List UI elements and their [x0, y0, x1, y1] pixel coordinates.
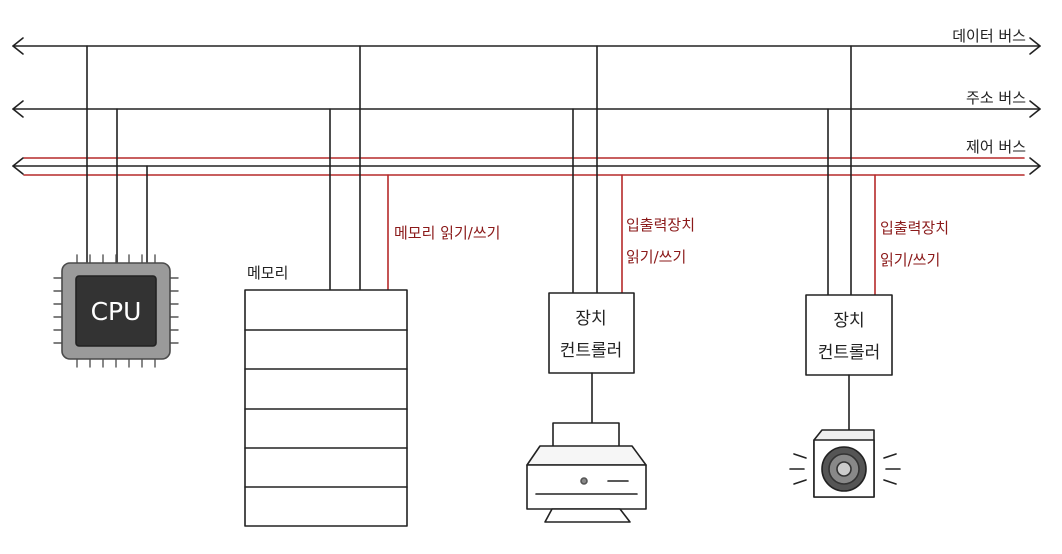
- address-bus-line: [12, 100, 1041, 118]
- speaker-icon: [789, 429, 901, 498]
- data-bus-label: 데이터 버스: [952, 27, 1026, 45]
- memory-label: 메모리: [247, 264, 288, 282]
- memory-stack-icon: [244, 289, 408, 527]
- controller1-signal-line2: 읽기/쓰기: [626, 248, 686, 266]
- controller1-signal-line1: 입출력장치: [626, 216, 695, 234]
- device-controller-2-box: [805, 294, 893, 376]
- printer-icon: [526, 422, 647, 523]
- control-bus-label: 제어 버스: [966, 138, 1026, 156]
- cpu-label: CPU: [91, 297, 142, 326]
- control-bus-lines: [12, 157, 1041, 176]
- controller1-label-line2: 컨트롤러: [560, 341, 623, 361]
- controller2-signal-line1: 입출력장치: [880, 219, 949, 237]
- controller1-bus-connections: [572, 45, 623, 294]
- controller2-label-line1: 장치: [833, 311, 864, 331]
- data-bus-line: [12, 37, 1041, 55]
- controller1-label-line1: 장치: [575, 309, 606, 329]
- address-bus-label: 주소 버스: [966, 89, 1026, 107]
- cpu-chip-icon: [53, 254, 179, 368]
- controller2-label-line2: 컨트롤러: [818, 343, 881, 363]
- memory-bus-connections: [329, 45, 389, 291]
- cpu-bus-connections: [86, 45, 148, 263]
- controller2-bus-connections: [827, 45, 876, 296]
- controller2-signal-line2: 읽기/쓰기: [880, 251, 940, 269]
- device-controller-1-box: [548, 292, 635, 374]
- memory-read-write-label: 메모리 읽기/쓰기: [394, 224, 500, 242]
